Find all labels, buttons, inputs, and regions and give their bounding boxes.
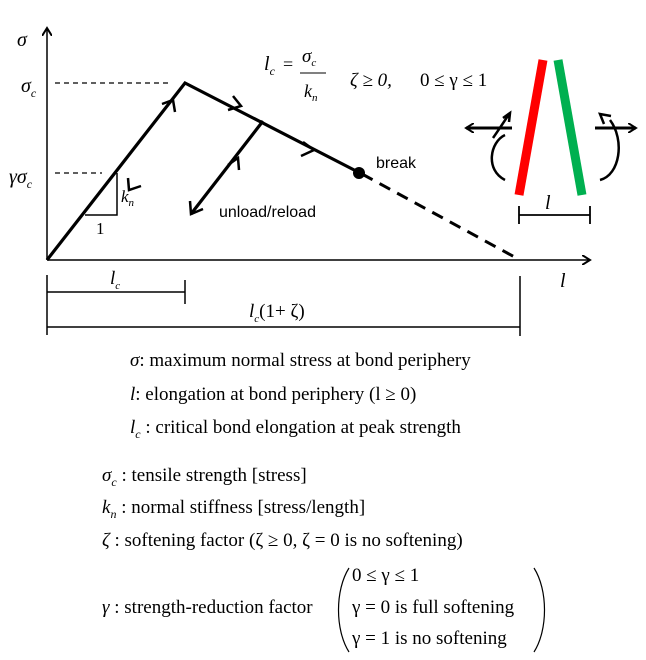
formula-lhs: lc <box>264 53 276 78</box>
slope-triangle <box>85 173 118 216</box>
gamma-note: γ = 1 is no softening <box>352 628 507 649</box>
gamma-note: 0 ≤ γ ≤ 1 <box>352 565 420 586</box>
legend-sigma: σ: maximum normal stress at bond periphe… <box>130 350 471 371</box>
arrow-unload-icon <box>188 200 204 216</box>
legend-kn: kn : normal stiffness [stress/length] <box>102 497 366 521</box>
formula-cond1: ζ ≥ 0, <box>350 70 392 91</box>
legend-sigma-c: σc : tensile strength [stress] <box>102 465 307 489</box>
arrow-down-icon <box>126 177 142 192</box>
formula-num: σc <box>302 46 316 69</box>
formula-eq: = <box>283 54 293 74</box>
y-axis-label: σ <box>17 29 28 51</box>
x-axis-label: l <box>560 270 566 292</box>
right-bond-bar <box>553 59 587 196</box>
legend-l: l: elongation at bond periphery (l ≥ 0) <box>130 384 417 405</box>
legend-zeta: ζ : softening factor (ζ ≥ 0, ζ = 0 is no… <box>102 530 463 551</box>
lc-label: lc <box>110 268 120 292</box>
legend-gamma: γ : strength-reduction factor <box>102 597 313 618</box>
gap-bracket <box>518 206 591 224</box>
unload-label: unload/reload <box>219 204 316 221</box>
left-motion-icon <box>466 110 512 182</box>
total-label: lc(1+ ζ) <box>249 301 305 325</box>
bond-curve <box>45 80 361 261</box>
formula-cond2: 0 ≤ γ ≤ 1 <box>420 70 487 91</box>
slope-label: kn <box>121 187 135 209</box>
break-point <box>353 167 365 179</box>
arrow-soften-icon <box>227 95 244 112</box>
legend-lc: lc : critical bond elongation at peak st… <box>130 417 461 441</box>
break-extension <box>361 172 521 262</box>
reduced-label: γσc <box>9 166 33 191</box>
slope-run: 1 <box>96 219 105 238</box>
gap-label: l <box>545 192 551 214</box>
bond-law-diagram: σ l σc γσc break unload/reload kn 1 lc =… <box>9 0 646 336</box>
arrow-soften-icon <box>300 140 317 158</box>
break-label: break <box>376 155 417 172</box>
arrow-up-icon <box>161 98 177 113</box>
unload-branch <box>189 120 265 215</box>
right-motion-icon <box>595 112 636 182</box>
formula-den: kn <box>304 81 318 104</box>
peak-label: σc <box>21 75 37 100</box>
arrow-reload-icon <box>227 155 241 171</box>
gamma-note: γ = 0 is full softening <box>352 597 515 618</box>
left-bond-bar <box>514 59 548 196</box>
